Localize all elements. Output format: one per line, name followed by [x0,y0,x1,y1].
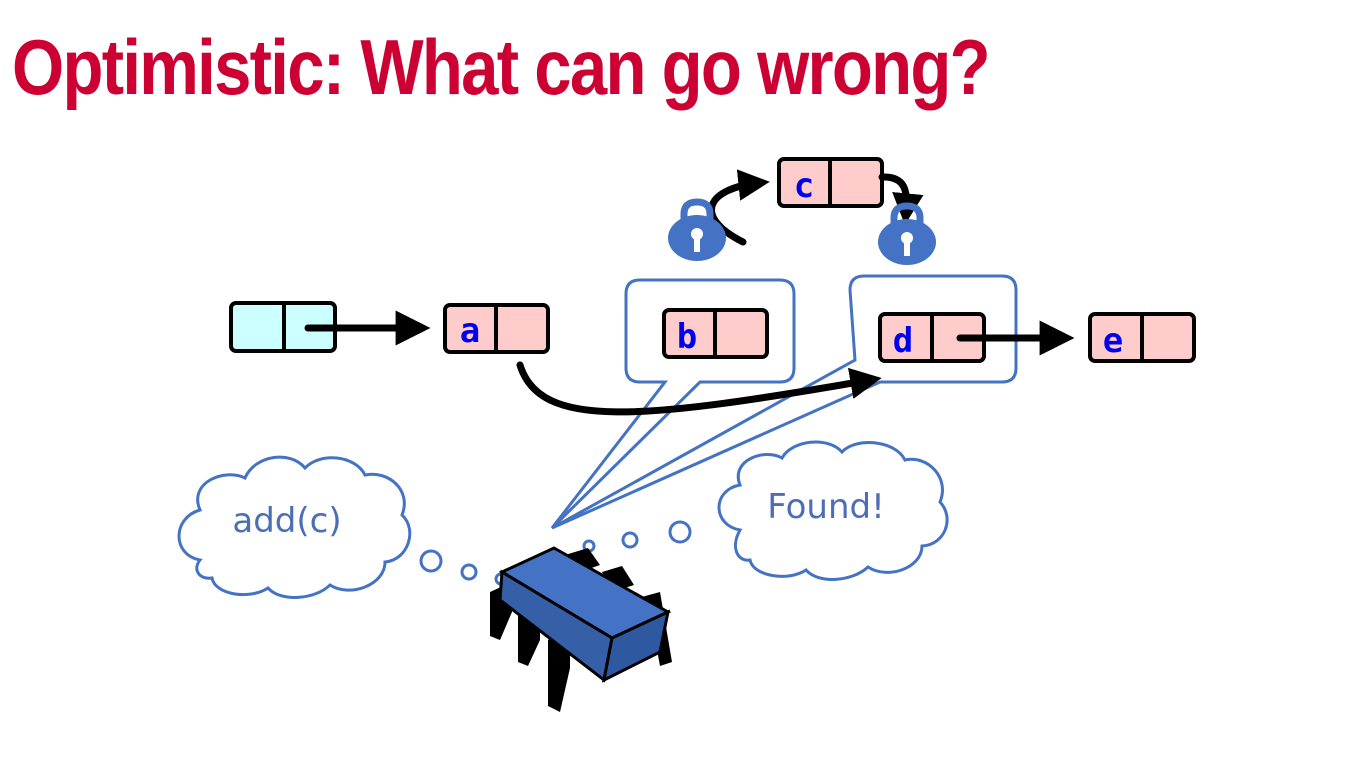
node-a-label: a [460,311,480,351]
node-d-label: d [893,321,913,361]
thought-dot [419,549,443,573]
node-e: e [1088,312,1196,363]
node-a: a [443,303,550,354]
padlock-icon [668,198,726,261]
slide-title: Optimistic: What can go wrong? [12,23,991,111]
thread-bug-icon [490,546,672,712]
thought-right-text: Found! [767,487,884,527]
thought-dot [460,563,478,581]
thought-dot [668,520,692,544]
node-b-label: b [677,317,697,357]
node-d: d [878,312,986,363]
node-e-label: e [1103,321,1123,361]
thought-cloud-left: add(c) [177,455,412,599]
padlock-icon [878,202,936,265]
thought-dot [621,531,639,549]
node-b: b [662,308,769,359]
thought-cloud-right: Found! [717,440,949,581]
thought-left-text: add(c) [232,501,341,541]
pointer-a-to-d [516,361,882,416]
node-c-label: c [794,166,814,206]
pointer-b-to-c [708,169,770,246]
node-c: c [777,157,884,208]
